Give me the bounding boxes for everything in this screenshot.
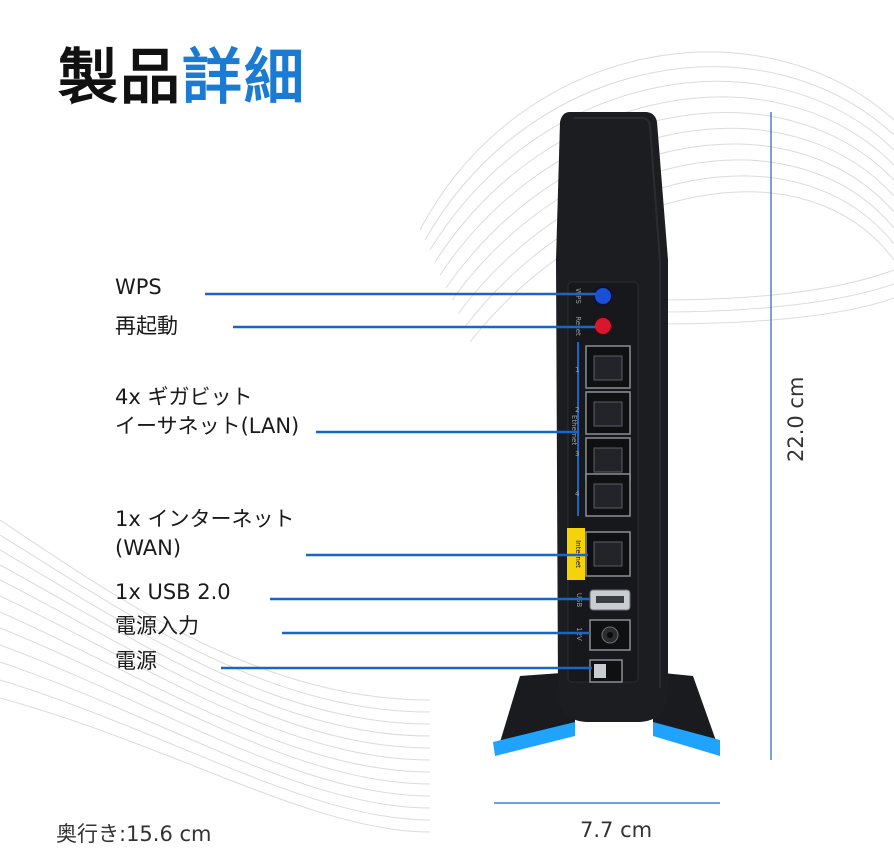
callout-wan-line1: 1x インターネット — [115, 507, 295, 531]
router-illustration: WPS Reset Ethernet 1 2 3 4 Internet USB … — [493, 112, 720, 756]
depth-dimension: 奥行き:15.6 cm — [56, 822, 212, 846]
device-label-port4: 4 — [575, 490, 580, 498]
power-input-jack — [589, 619, 631, 651]
device-label-ethernet: Ethernet — [570, 415, 578, 445]
lan-ports — [585, 345, 631, 517]
device-label-port2: 2 — [575, 406, 579, 414]
stand-glow-left — [493, 722, 575, 756]
page-title: 製品詳細 — [58, 48, 306, 108]
device-label-port3: 3 — [575, 450, 579, 458]
width-dimension: 7.7 cm — [580, 818, 653, 842]
callout-wan-line2: (WAN) — [115, 536, 182, 560]
device-label-wps: WPS — [574, 288, 582, 304]
device-label-port1: 1 — [575, 366, 579, 374]
callout-reset: 再起動 — [115, 314, 178, 338]
callout-usb: 1x USB 2.0 — [115, 580, 231, 604]
callout-wps: WPS — [115, 275, 162, 299]
callout-lan-line1: 4x ギガビット — [115, 385, 253, 409]
height-dimension: 22.0 cm — [784, 376, 808, 462]
wps-button — [593, 286, 613, 306]
title-part-product: 製品 — [58, 43, 182, 113]
callout-power-input: 電源入力 — [115, 614, 199, 638]
callout-power: 電源 — [115, 649, 157, 673]
callout-lan-line2: イーサネット(LAN) — [115, 414, 300, 438]
title-part-details: 詳細 — [182, 43, 306, 113]
stand-glow-right — [653, 722, 720, 756]
